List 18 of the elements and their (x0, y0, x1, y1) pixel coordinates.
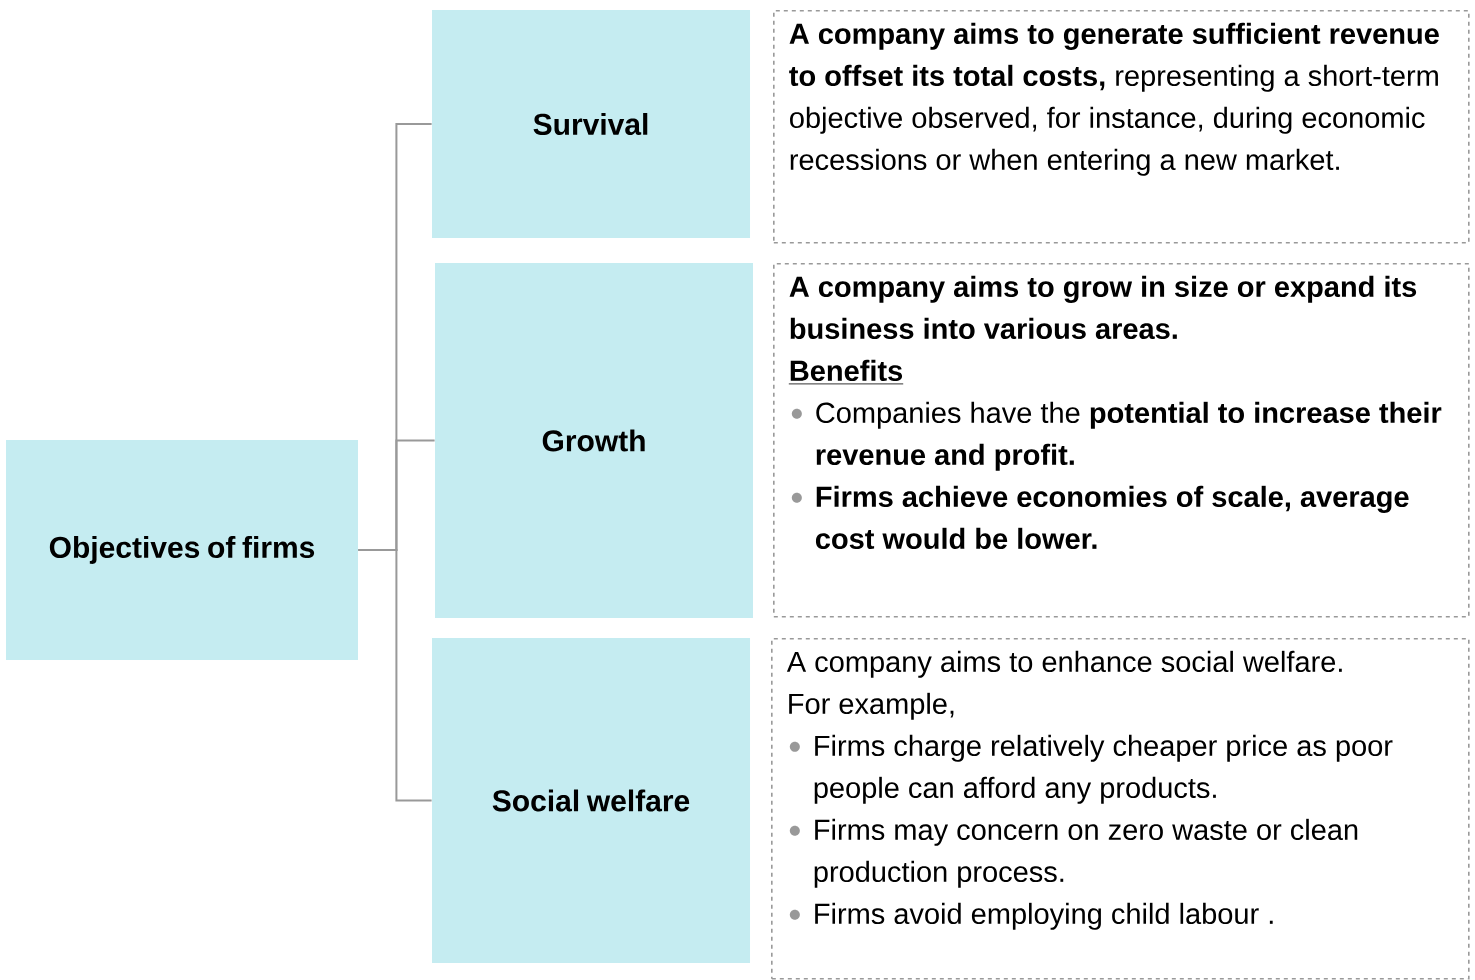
description-box (773, 263, 1470, 618)
category-box: Survival (432, 10, 750, 238)
category-box: Growth (435, 263, 753, 618)
description-heading: A company aims to grow in size or expand its business into various areas. (789, 275, 1417, 340)
bullet-item: Firms avoid employing child labour . (815, 902, 1273, 930)
connector-line (357, 549, 433, 802)
description-box (771, 638, 1470, 980)
description-text: A company aims to generate sufficient revenue to offset its total costs, representing a short-term objective observed, for instance, during economic recessions or when entering a new market. (789, 22, 1439, 176)
bullet-item: Firms charge relatively cheaper price as poor people can afford any products. (814, 734, 1393, 804)
category-box: Objectives of firms (6, 440, 358, 660)
bullet-item: Firms achieve economies of scale, average cost would be lower. (815, 485, 1409, 550)
category-box: Social welfare (432, 638, 750, 963)
section-heading: Benefits (788, 359, 904, 385)
description-text: For example, (789, 692, 954, 720)
bullet-item: Companies have the potential to increase their revenue and profit. (816, 401, 1442, 471)
description-box (773, 10, 1470, 244)
bullet-item: Firms may concern on zero waste or clean production process. (814, 818, 1358, 888)
description-text: A company aims to enhance social welfare. (786, 650, 1342, 678)
